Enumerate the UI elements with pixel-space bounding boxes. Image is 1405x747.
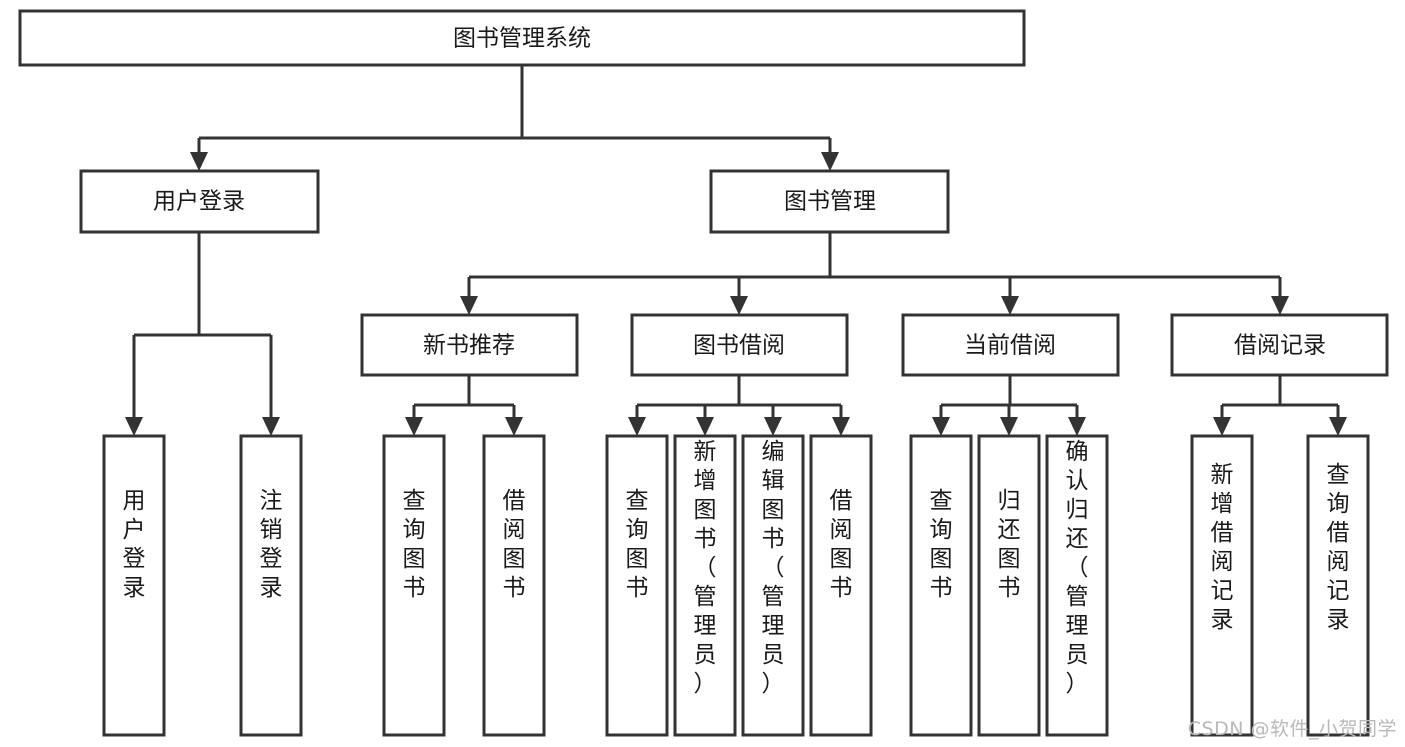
leaf-user-login[interactable]: 用户登录: [102, 434, 166, 737]
leaf-record-query-label: 查询借阅记录: [1327, 462, 1350, 633]
arrowhead-newbook-leaf-1: [405, 417, 423, 436]
leaf-record-query[interactable]: 查询借阅记录: [1306, 434, 1370, 737]
leaf-newbook-query-book-label: 查询图书: [403, 488, 426, 601]
leaf-logout[interactable]: 注销登录: [239, 434, 303, 737]
leaf-current-query-book[interactable]: 查询图书: [909, 434, 973, 737]
arrowhead-borrow-record: [1271, 296, 1289, 315]
arrowhead-leaf-logout: [262, 417, 280, 436]
csdn-watermark: CSDN @软件_小贺同学: [1187, 718, 1397, 740]
leaf-current-confirm-return-box: [1045, 434, 1109, 737]
leaf-newbook-query-book[interactable]: 查询图书: [382, 434, 446, 737]
leaf-record-add[interactable]: 新增借阅记录: [1190, 434, 1254, 737]
book-borrow-label: 图书借阅: [693, 333, 785, 359]
book-borrow-box: [630, 313, 849, 377]
leaf-current-return-book-label: 归还图书: [998, 488, 1021, 601]
root-box: [18, 9, 1026, 67]
leaf-borrow-query-book[interactable]: 查询图书: [605, 434, 669, 737]
arrowhead-currentborrow-leaf-2: [1000, 417, 1018, 436]
root-label: 图书管理系统: [453, 26, 591, 52]
user-login-label: 用户登录: [153, 189, 245, 215]
leaf-borrow-borrow-book[interactable]: 借阅图书: [809, 434, 873, 737]
new-book-recommend-box: [360, 313, 579, 377]
arrowhead-new-book-recommend: [460, 296, 478, 315]
arrowhead-bookborrow-leaf-2: [696, 417, 714, 436]
leaf-borrow-edit-book[interactable]: 编辑图书（管理员）: [741, 434, 805, 737]
arrowhead-bookborrow-leaf-1: [628, 417, 646, 436]
leaf-record-add-label: 新增借阅记录: [1211, 462, 1234, 633]
current-borrow-label: 当前借阅: [964, 333, 1056, 359]
leaf-newbook-query-book-box: [382, 434, 446, 737]
arrowhead-book-manage: [821, 152, 839, 171]
leaf-newbook-borrow-book-box: [482, 434, 546, 737]
leaf-current-confirm-return[interactable]: 确认归还（管理员）: [1045, 434, 1109, 737]
leaf-borrow-add-book[interactable]: 新增图书（管理员）: [673, 434, 737, 737]
arrowhead-bookborrow-leaf-3: [764, 417, 782, 436]
leaf-logout-box: [239, 434, 303, 737]
node-user-login[interactable]: 用户登录: [79, 169, 320, 234]
node-book-management[interactable]: 图书管理: [709, 169, 950, 234]
node-new-book-recommend[interactable]: 新书推荐: [360, 313, 579, 377]
leaf-newbook-borrow-book[interactable]: 借阅图书: [482, 434, 546, 737]
book-management-label: 图书管理: [784, 189, 876, 215]
arrowhead-bookborrow-leaf-4: [832, 417, 850, 436]
leaf-borrow-query-book-label: 查询图书: [626, 488, 649, 601]
leaf-borrow-add-book-label: 新增图书（管理员）: [694, 439, 717, 697]
arrowhead-borrowrecord-leaf-1: [1213, 417, 1231, 436]
leaf-borrow-add-book-box: [673, 434, 737, 737]
leaf-record-query-box: [1306, 434, 1370, 737]
leaf-borrow-borrow-book-box: [809, 434, 873, 737]
leaf-current-query-book-box: [909, 434, 973, 737]
user-login-box: [79, 169, 320, 234]
leaf-current-return-book[interactable]: 归还图书: [977, 434, 1041, 737]
arrowhead-leaf-user-login: [125, 417, 143, 436]
book-management-box: [709, 169, 950, 234]
leaf-borrow-edit-book-label: 编辑图书（管理员）: [762, 439, 785, 697]
borrow-record-label: 借阅记录: [1234, 333, 1326, 359]
arrowhead-current-borrow: [1001, 296, 1019, 315]
leaf-current-confirm-return-label: 确认归还（管理员）: [1066, 439, 1089, 697]
leaf-borrow-query-book-box: [605, 434, 669, 737]
leaf-current-return-book-box: [977, 434, 1041, 737]
new-book-recommend-label: 新书推荐: [423, 333, 515, 359]
leaf-logout-label: 注销登录: [260, 488, 283, 601]
arrowhead-currentborrow-leaf-1: [932, 417, 950, 436]
node-root-book-management-system[interactable]: 图书管理系统: [18, 9, 1026, 67]
arrowhead-currentborrow-leaf-3: [1068, 417, 1086, 436]
leaf-borrow-edit-book-box: [741, 434, 805, 737]
arrowhead-user-login: [190, 152, 208, 171]
arrowhead-borrowrecord-leaf-2: [1329, 417, 1347, 436]
connector-layer: [125, 65, 1347, 436]
arrowhead-newbook-leaf-2: [505, 417, 523, 436]
node-book-borrow[interactable]: 图书借阅: [630, 313, 849, 377]
arrowhead-book-borrow: [730, 296, 748, 315]
current-borrow-box: [901, 313, 1120, 377]
leaf-record-add-box: [1190, 434, 1254, 737]
leaf-user-login-box: [102, 434, 166, 737]
leaf-user-login-label: 用户登录: [123, 488, 146, 601]
leaf-current-query-book-label: 查询图书: [930, 488, 953, 601]
node-current-borrow[interactable]: 当前借阅: [901, 313, 1120, 377]
borrow-record-box: [1170, 313, 1389, 377]
node-borrow-record[interactable]: 借阅记录: [1170, 313, 1389, 377]
leaf-borrow-borrow-book-label: 借阅图书: [830, 488, 853, 601]
leaf-newbook-borrow-book-label: 借阅图书: [503, 488, 526, 601]
